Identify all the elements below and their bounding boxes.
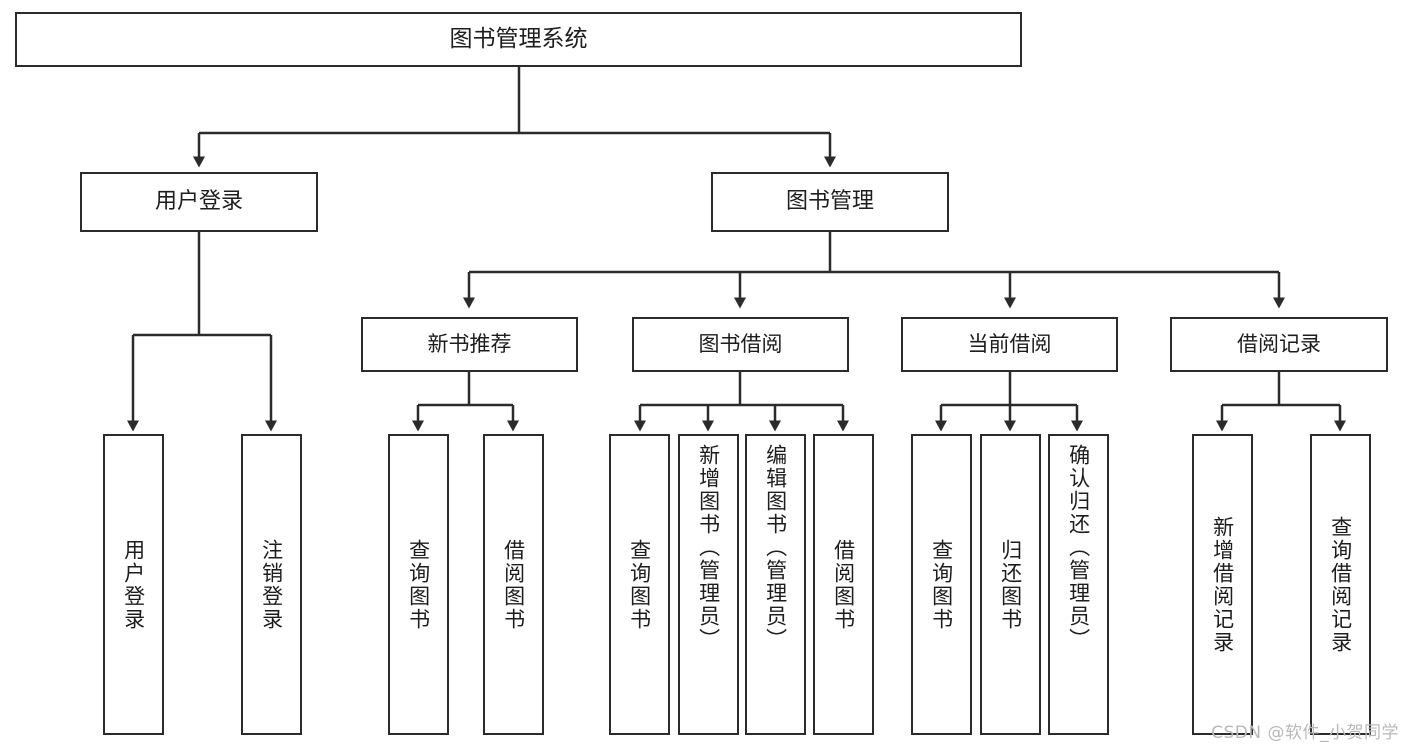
node-leaf-query-record[interactable]: 查询借阅记录 (1310, 434, 1371, 735)
node-leaf-add-book[interactable]: 新增图书（管理员） (678, 434, 739, 735)
node-new-book-recommend-label: 新书推荐 (427, 332, 512, 357)
node-root-label: 图书管理系统 (449, 25, 588, 52)
node-leaf-query-book-2-label: 查询图书 (627, 538, 652, 631)
node-user-login-label: 用户登录 (154, 189, 243, 215)
node-leaf-query-record-label: 查询借阅记录 (1328, 515, 1353, 654)
node-book-borrow[interactable]: 图书借阅 (632, 317, 849, 372)
node-leaf-query-book-1-label: 查询图书 (406, 538, 431, 631)
node-leaf-user-logout-label: 注销登录 (259, 538, 284, 631)
node-book-manage-label: 图书管理 (785, 189, 874, 215)
node-leaf-edit-book-label: 编辑图书（管理员） (763, 444, 788, 651)
node-user-login[interactable]: 用户登录 (80, 172, 318, 232)
node-leaf-return-book[interactable]: 归还图书 (980, 434, 1041, 735)
node-leaf-query-book-3[interactable]: 查询图书 (911, 434, 972, 735)
node-borrow-record[interactable]: 借阅记录 (1170, 317, 1388, 372)
node-new-book-recommend[interactable]: 新书推荐 (361, 317, 578, 372)
node-leaf-borrow-book-1[interactable]: 借阅图书 (483, 434, 544, 735)
node-current-borrow-label: 当前借阅 (967, 332, 1052, 357)
node-leaf-return-book-label: 归还图书 (998, 538, 1023, 631)
node-borrow-record-label: 借阅记录 (1237, 332, 1321, 357)
node-leaf-add-book-label: 新增图书（管理员） (696, 444, 721, 651)
node-leaf-user-logout[interactable]: 注销登录 (241, 434, 302, 735)
node-leaf-borrow-book-2[interactable]: 借阅图书 (813, 434, 874, 735)
node-leaf-confirm-return[interactable]: 确认归还（管理员） (1048, 434, 1109, 735)
node-leaf-edit-book[interactable]: 编辑图书（管理员） (745, 434, 806, 735)
node-leaf-add-record-label: 新增借阅记录 (1210, 515, 1235, 654)
node-root[interactable]: 图书管理系统 (15, 12, 1022, 67)
node-book-manage[interactable]: 图书管理 (711, 172, 949, 232)
node-leaf-user-login[interactable]: 用户登录 (103, 434, 164, 735)
node-leaf-query-book-3-label: 查询图书 (929, 538, 954, 631)
node-book-borrow-label: 图书借阅 (698, 332, 783, 357)
node-leaf-query-book-2[interactable]: 查询图书 (609, 434, 670, 735)
node-leaf-query-book-1[interactable]: 查询图书 (388, 434, 449, 735)
node-leaf-borrow-book-1-label: 借阅图书 (501, 538, 526, 631)
node-leaf-add-record[interactable]: 新增借阅记录 (1192, 434, 1253, 735)
node-current-borrow[interactable]: 当前借阅 (901, 317, 1118, 372)
node-leaf-confirm-return-label: 确认归还（管理员） (1066, 444, 1091, 651)
node-leaf-user-login-label: 用户登录 (121, 538, 146, 631)
csdn-watermark: CSDN @软件_小贺同学 (1211, 723, 1399, 743)
node-leaf-borrow-book-2-label: 借阅图书 (831, 538, 856, 631)
